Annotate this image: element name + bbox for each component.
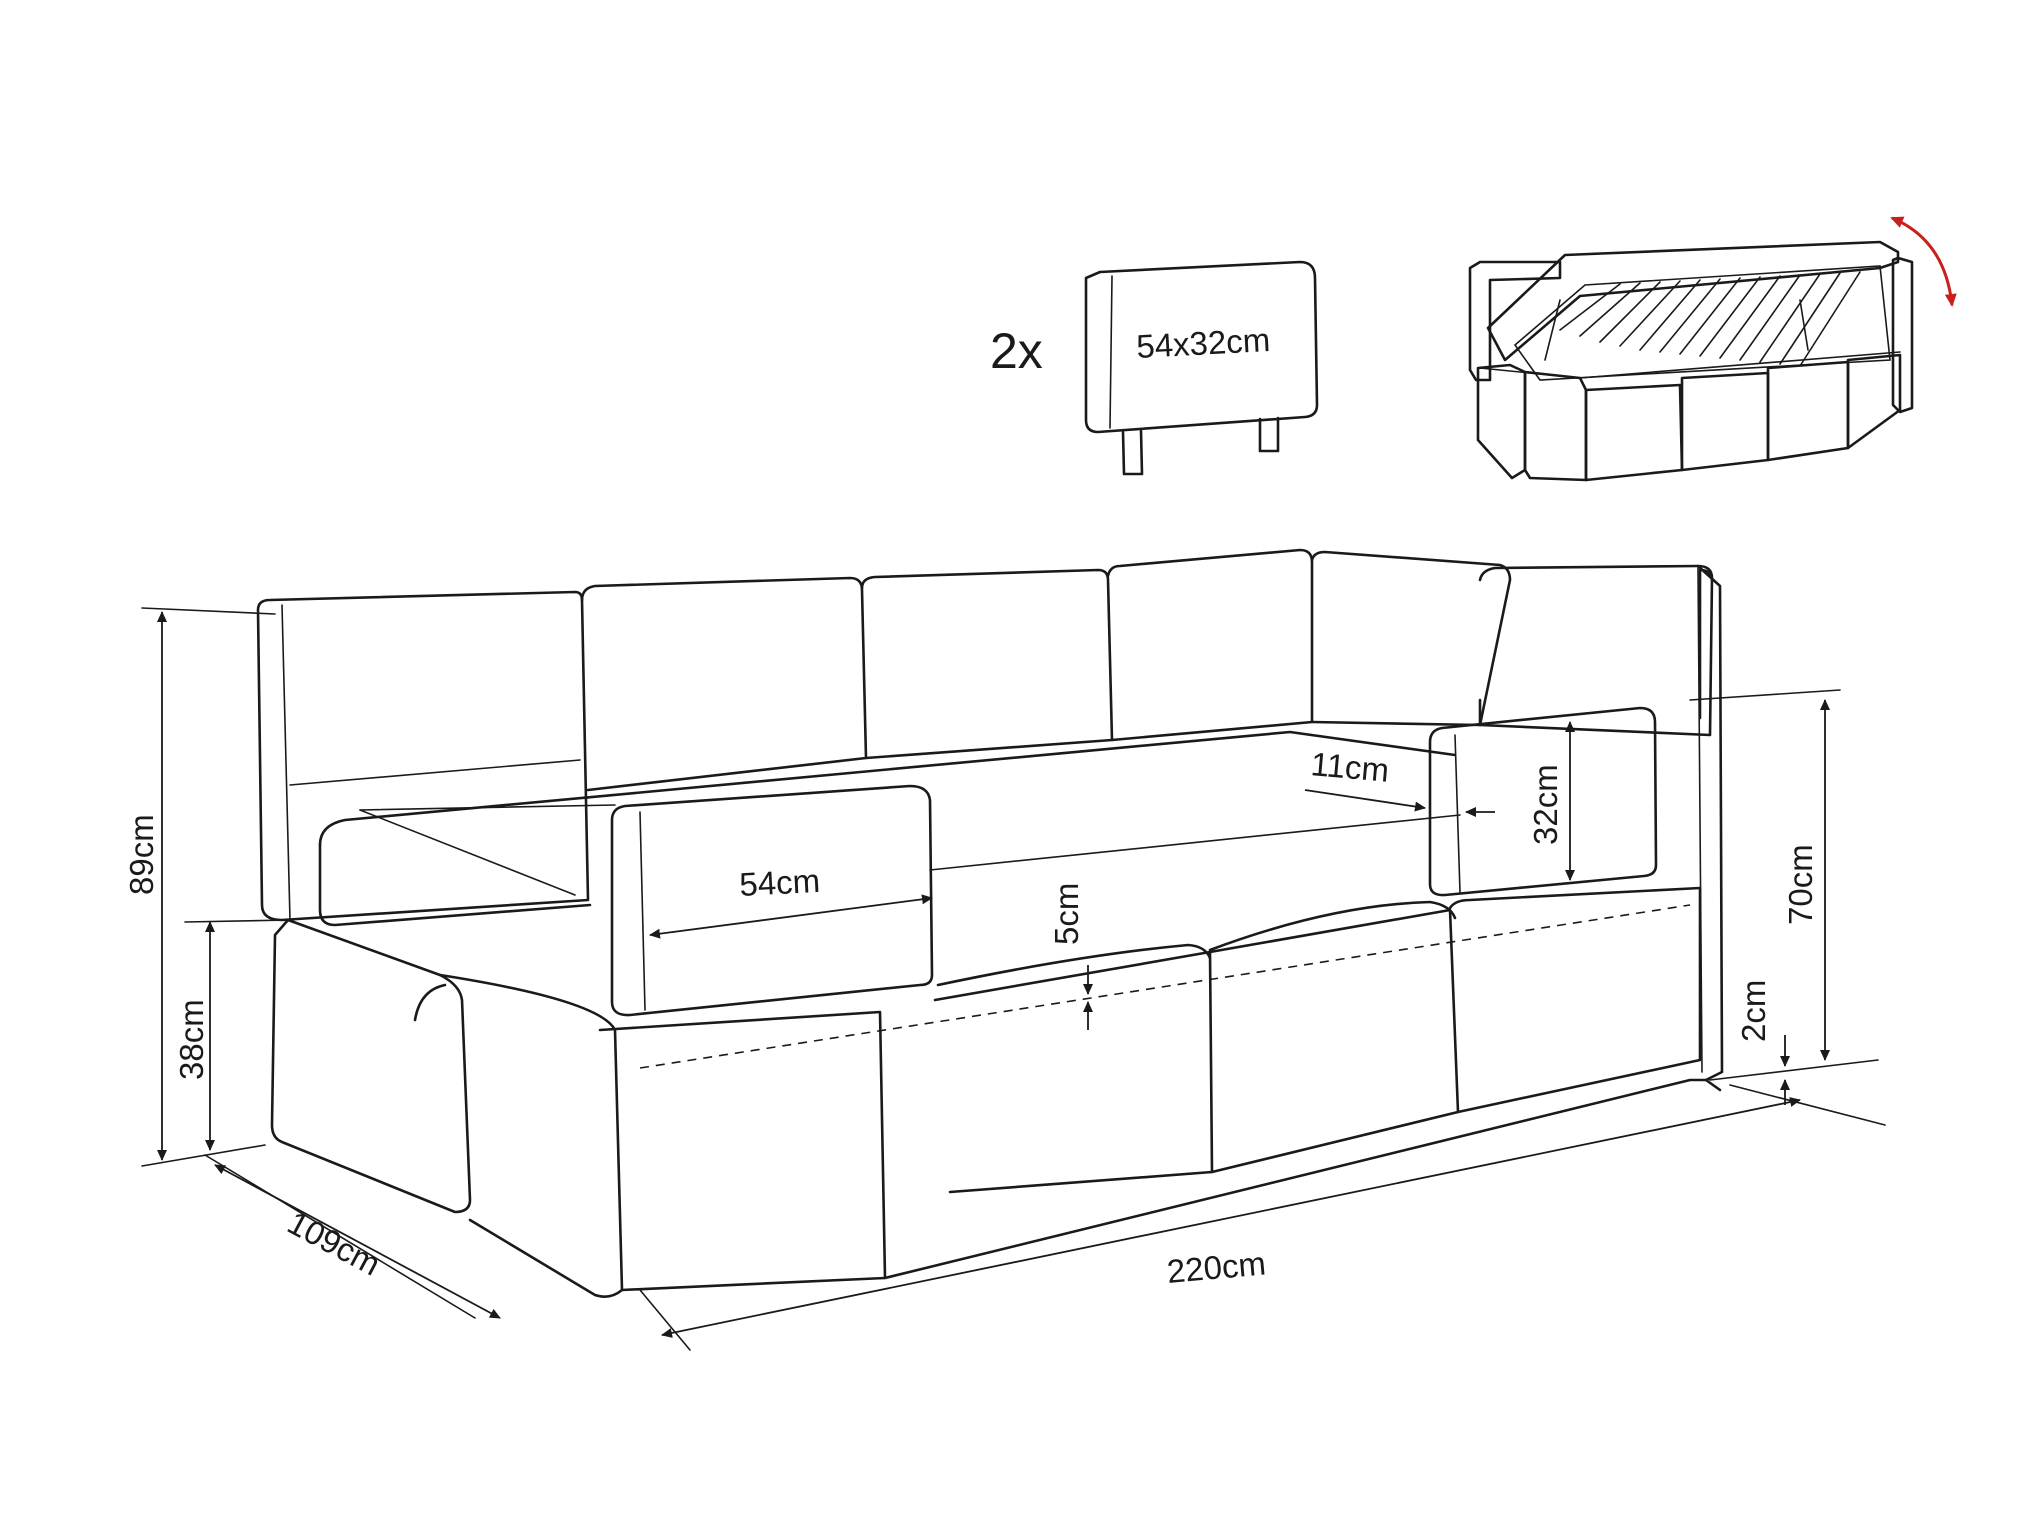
pillow-width-label: 54cm [738, 862, 821, 903]
width-label: 220cm [1165, 1244, 1267, 1289]
storage-inset [1468, 216, 1957, 482]
armrest-height-label: 70cm [1782, 844, 1819, 925]
pillow-drawing [1084, 260, 1319, 476]
width-arrow [661, 1097, 1801, 1338]
leg-height-label: 2cm [1735, 980, 1772, 1042]
seat-height-label: 38cm [173, 999, 210, 1080]
pillow-inset: 2x 54x32cm [990, 260, 1319, 476]
pillow-size-label: 54x32cm [1135, 321, 1271, 365]
height-total-label: 89cm [123, 814, 160, 895]
depth-label: 109cm [282, 1204, 387, 1283]
main-sofa-drawing [256, 548, 1724, 1298]
pillow-thickness-arrow [1304, 789, 1426, 812]
dimension-labels: 89cm 38cm 109cm 220cm 54cm 11cm 32cm 5cm… [123, 745, 1819, 1290]
storage-slats [1559, 271, 1861, 367]
seat-gap-label: 5cm [1048, 883, 1085, 945]
pillow-quantity: 2x [990, 323, 1043, 379]
dimension-lines [141, 607, 1886, 1351]
lift-arrow-icon [1890, 216, 1957, 307]
pillow-thickness-label: 11cm [1309, 745, 1390, 789]
storage-sofa-drawing [1468, 240, 1914, 482]
pillow-height-label: 32cm [1527, 764, 1564, 845]
depth-arrow [214, 1164, 501, 1319]
pillow-width-arrow [649, 894, 933, 939]
